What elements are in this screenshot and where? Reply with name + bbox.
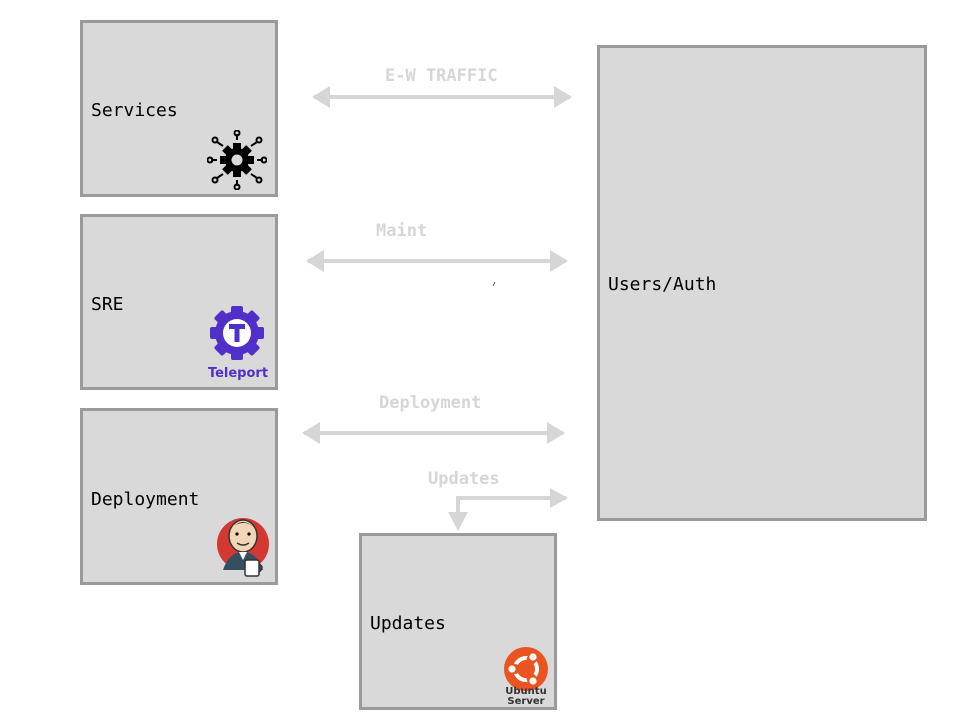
maint-label: Maint bbox=[376, 221, 428, 241]
users-auth-label: Users/Auth bbox=[608, 274, 717, 295]
jenkins-logo bbox=[217, 518, 269, 577]
deployment-label: Deployment bbox=[91, 489, 200, 510]
deployment-node[interactable]: Deployment bbox=[80, 408, 278, 585]
services-node[interactable]: Services bbox=[80, 20, 278, 197]
deployment-connection-label: Deployment bbox=[379, 393, 482, 413]
updates-arrow bbox=[456, 496, 566, 527]
sre-node[interactable]: SRE Teleport bbox=[80, 214, 278, 390]
updates-connection-label: Updates bbox=[428, 469, 500, 489]
ubuntu-logo-text-line2: Server bbox=[507, 696, 545, 707]
updates-label: Updates bbox=[370, 613, 446, 634]
updates-node[interactable]: Updates Ubuntu Server bbox=[359, 533, 557, 710]
users-auth-node[interactable]: Users/Auth bbox=[597, 45, 927, 521]
sre-label: SRE bbox=[91, 294, 124, 315]
teleport-logo-text: Teleport bbox=[207, 366, 269, 381]
microservices-gear-icon bbox=[207, 130, 267, 190]
services-label: Services bbox=[91, 100, 178, 121]
ubuntu-logo-text-line1: Ubuntu bbox=[505, 686, 547, 697]
teleport-logo bbox=[210, 306, 264, 360]
ubuntu-server-logo bbox=[504, 647, 548, 691]
ew-traffic-label: E-W TRAFFIC bbox=[385, 66, 498, 86]
